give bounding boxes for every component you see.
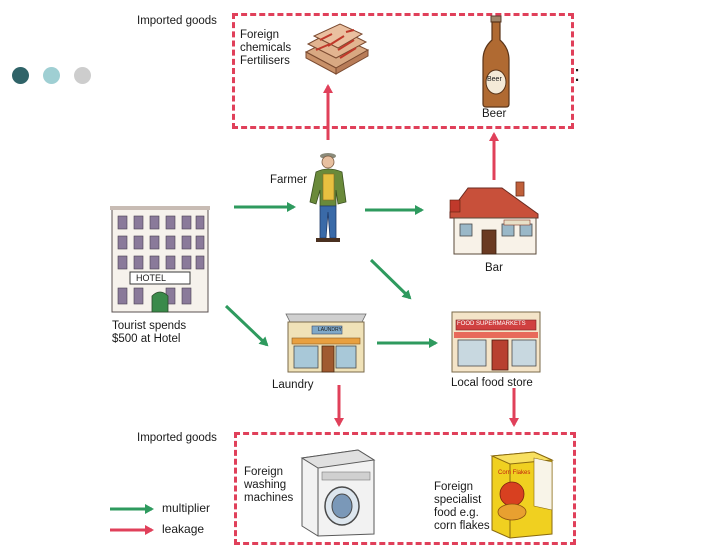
arrow-hotel-to-laundry (224, 304, 269, 347)
imported-goods-bottom-title: Imported goods (137, 432, 217, 444)
beer-bottle-icon (482, 15, 510, 108)
arrow-farmer-to-food-store (369, 258, 412, 300)
laundry-sign-text: LAUNDRY (318, 327, 342, 333)
foreign-food-line-4: corn flakes (434, 520, 490, 532)
corn-flakes-brand: Corn Flakes (498, 470, 531, 476)
bar-label: Bar (485, 262, 503, 274)
washing-machine-icon (300, 449, 376, 537)
local-food-store-label: Local food store (451, 377, 533, 389)
foreign-washing-line-3: machines (244, 492, 294, 504)
imported-goods-bottom-box (234, 432, 576, 545)
foreign-washing-line-1: Foreign (244, 466, 283, 478)
tourist-line-2: $500 at Hotel (112, 333, 181, 345)
tourist-line-1: Tourist spends (112, 320, 187, 332)
foreign-food-line-1: Foreign (434, 481, 473, 493)
laundry-building-icon (285, 313, 367, 373)
farmer-label: Farmer (270, 174, 308, 186)
laundry-label: Laundry (272, 379, 314, 391)
foreign-chemicals-line-3: Fertilisers (240, 55, 290, 67)
foreign-washing-line-2: washing (244, 479, 287, 491)
beer-bottle-label: Beer (487, 76, 502, 83)
food-store-sign-text: FOOD SUPERMARKETS (457, 321, 526, 327)
corn-flakes-box-icon (490, 451, 554, 539)
foreign-chemicals-line-1: Foreign (240, 29, 279, 41)
imported-goods-top-box (232, 13, 574, 129)
slide-dot-1 (12, 67, 29, 84)
legend-leakage-label: leakage (162, 522, 205, 536)
beer-label: Beer (482, 108, 507, 120)
food-store-building-icon (451, 311, 541, 373)
bar-building-icon (449, 181, 539, 255)
slide-dot-3 (74, 67, 91, 84)
slide-dot-2 (43, 67, 60, 84)
legend-multiplier-label: multiplier (162, 501, 211, 515)
hotel-sign-text: HOTEL (136, 273, 167, 283)
farmer-figure-icon (309, 153, 347, 242)
hotel-building-icon (110, 206, 210, 313)
edge-glyph: : (574, 61, 581, 86)
fertiliser-sacks-icon (304, 23, 370, 75)
foreign-chemicals-line-2: chemicals (240, 42, 292, 54)
foreign-food-line-2: specialist (434, 494, 482, 506)
imported-goods-top-title: Imported goods (137, 15, 217, 27)
foreign-food-line-3: food e.g. (434, 507, 479, 519)
